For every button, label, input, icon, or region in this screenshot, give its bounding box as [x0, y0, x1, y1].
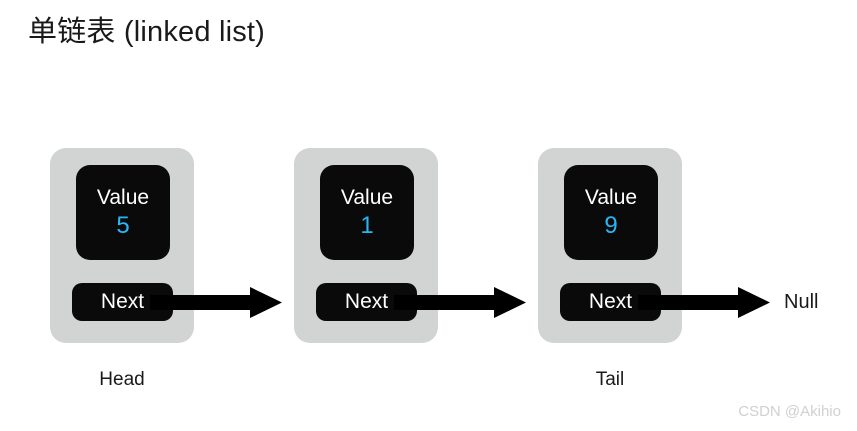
- head-label: Head: [99, 369, 145, 390]
- node-value-label: Value: [340, 185, 394, 209]
- arrow-right-icon: [150, 287, 282, 318]
- node-next-label: Next: [344, 290, 389, 313]
- node-value-box: Value 5: [76, 165, 170, 260]
- node-value-number: 1: [360, 211, 374, 239]
- node-value-label: Value: [96, 185, 150, 209]
- arrow-right-icon: [394, 287, 526, 318]
- list-node: Value 1 Next: [294, 148, 438, 343]
- node-next-label: Next: [588, 290, 633, 313]
- node-value-box: Value 9: [564, 165, 658, 260]
- tail-label: Tail: [595, 369, 625, 390]
- node-next-label: Next: [100, 290, 145, 313]
- node-value-number: 5: [116, 211, 130, 239]
- null-terminator-label: Null: [784, 291, 819, 313]
- node-next-box: Next: [560, 283, 661, 321]
- page-title: 单链表 (linked list): [28, 16, 266, 48]
- list-node: Value 9 Next: [538, 148, 682, 343]
- list-node: Value 5 Next: [50, 148, 194, 343]
- node-next-box: Next: [316, 283, 417, 321]
- node-value-label: Value: [584, 185, 638, 209]
- node-value-number: 9: [604, 211, 618, 239]
- arrow-right-icon: [638, 287, 770, 318]
- watermark: CSDN @Akihio: [738, 403, 841, 420]
- node-value-box: Value 1: [320, 165, 414, 260]
